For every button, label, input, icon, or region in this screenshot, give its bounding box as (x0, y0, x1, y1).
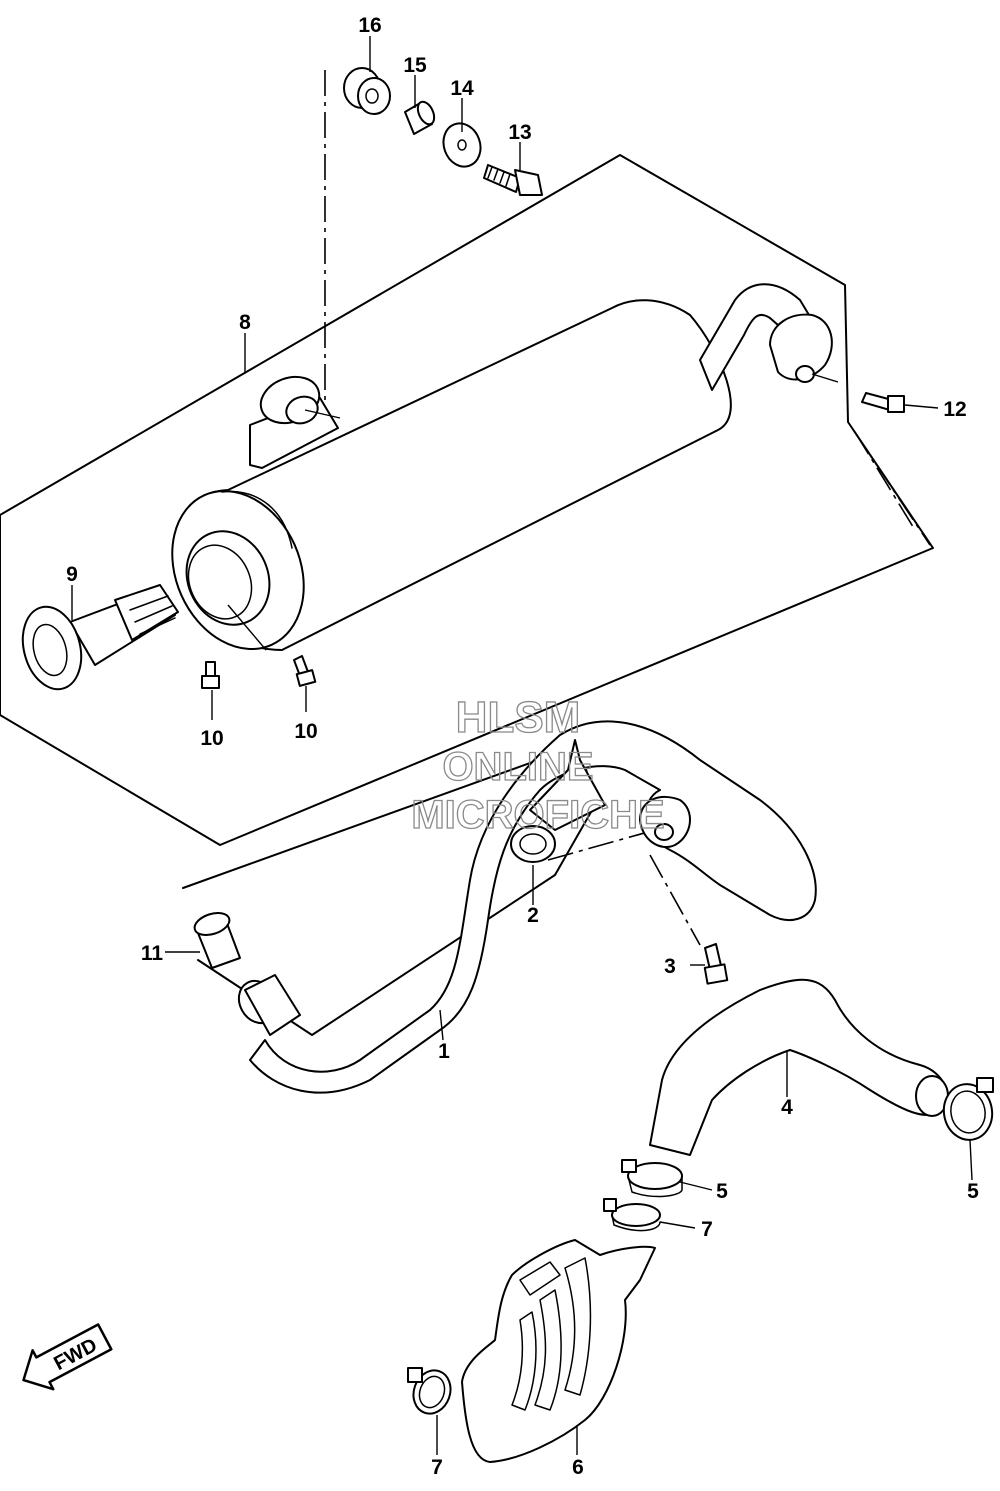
callout-labels: 16 15 14 13 8 12 9 10 10 2 11 3 1 4 5 5 … (66, 14, 979, 1479)
watermark-line-2: ONLINE (442, 745, 593, 789)
callout-10-right: 10 (294, 720, 317, 743)
callout-4: 4 (781, 1096, 793, 1119)
callout-13: 13 (508, 121, 531, 144)
alignment-lines (324, 70, 931, 946)
muffler-assembly-outline (0, 154, 934, 846)
clamp-7-upper (603, 1198, 661, 1232)
exhaust-pipe (237, 720, 817, 1094)
callout-7-lower: 7 (431, 1456, 443, 1479)
clamp-7-lower (407, 1367, 452, 1415)
callout-10-left: 10 (200, 727, 223, 750)
heat-shield-6 (461, 1239, 656, 1463)
watermark: HLSM ONLINE MICROFICHE (411, 692, 666, 837)
grommet-16 (343, 67, 391, 115)
bolt-12 (861, 392, 905, 413)
callout-15: 15 (403, 54, 427, 77)
bolt-13 (483, 164, 543, 196)
exhaust-pipe-rear (649, 978, 949, 1156)
callout-12: 12 (943, 398, 966, 421)
bolt-3 (703, 943, 729, 985)
callout-2: 2 (527, 904, 539, 927)
callout-7-upper: 7 (701, 1218, 713, 1241)
screw-10-left (201, 661, 220, 689)
clamp-5-right (942, 1077, 994, 1141)
muffler-body (171, 299, 732, 651)
callout-14: 14 (450, 77, 474, 100)
callout-5-right: 5 (967, 1180, 979, 1203)
callout-1: 1 (438, 1040, 450, 1063)
gasket-2 (510, 825, 556, 863)
muffler-inlet-pipe (699, 283, 833, 391)
callout-8: 8 (239, 311, 251, 334)
callout-11: 11 (141, 942, 164, 965)
fwd-direction-badge: FWD (22, 1323, 113, 1391)
screw-10-right (293, 655, 317, 687)
washer-14 (442, 122, 482, 168)
watermark-line-1: HLSM (456, 693, 581, 742)
tail-end-cap (21, 584, 179, 691)
callout-16: 16 (358, 14, 381, 37)
callout-9: 9 (66, 563, 78, 586)
fwd-arrow-icon (22, 1323, 113, 1391)
callout-5-center: 5 (716, 1180, 728, 1203)
watermark-line-3: MICROFICHE (411, 793, 664, 837)
leader-lines (71, 36, 973, 1455)
collar-15 (404, 100, 436, 135)
connector-11 (193, 911, 241, 969)
clamp-5-upper (621, 1159, 683, 1198)
callout-6: 6 (572, 1456, 584, 1479)
callout-3: 3 (664, 955, 676, 978)
exhaust-pipe-assembly-outline (182, 744, 596, 1036)
